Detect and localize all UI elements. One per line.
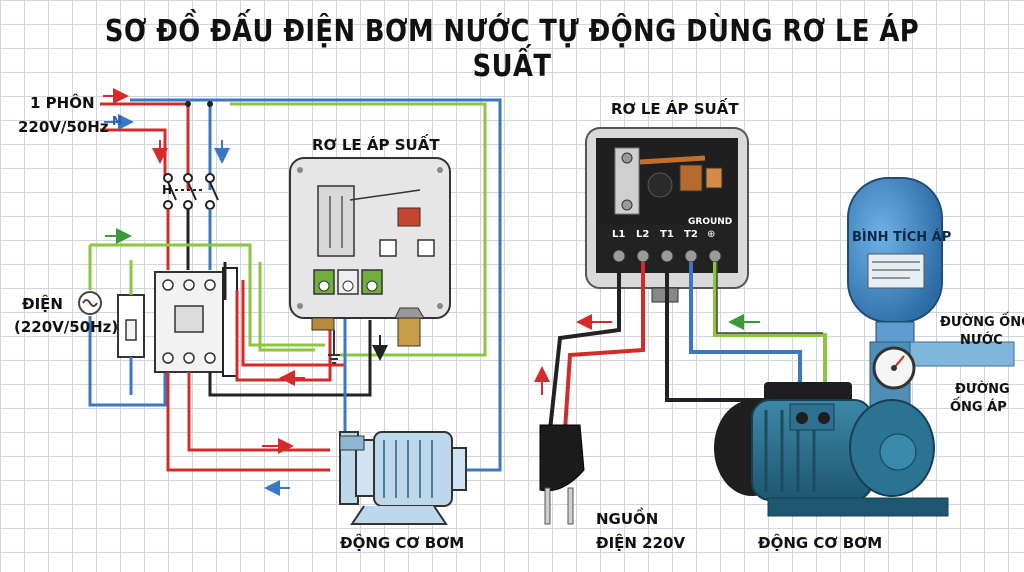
terminal-t2: T2 xyxy=(684,229,698,240)
contactor xyxy=(154,267,238,377)
svg-text:⊕: ⊕ xyxy=(707,229,715,240)
switch-h xyxy=(163,173,219,210)
supply-phase-label: 1 PHÔN xyxy=(30,94,95,112)
water-pipe-label-2: NƯỚC xyxy=(960,333,1003,348)
water-pipe-label-1: ĐƯỜNG ỐNG xyxy=(940,315,1024,330)
power-source-label-2: ĐIỆN 220V xyxy=(596,534,686,552)
pressure-pipe-label-2: ỐNG ÁP xyxy=(950,400,1007,415)
motor-label-right: ĐỘNG CƠ BƠM xyxy=(758,534,883,552)
switch-label: H xyxy=(162,183,173,197)
power-source-label-1: NGUỒN xyxy=(596,510,659,528)
supply-blue-wire xyxy=(130,98,502,472)
pump-motor-right xyxy=(714,382,949,517)
terminal-t1: T1 xyxy=(660,229,674,240)
terminal-l1: L1 xyxy=(612,229,625,240)
supply-neutral-wire xyxy=(100,128,167,180)
pressure-pipe-label-1: ĐƯỜNG xyxy=(955,382,1010,397)
terminal-l2: L2 xyxy=(636,229,649,240)
right-wiring-diagram: GROUND ⊕ L1 L2 T1 T2 xyxy=(534,127,1015,525)
wire-red-l2 xyxy=(563,262,645,431)
relay-label-left: RƠ LE ÁP SUẤT xyxy=(312,136,440,154)
pump-motor-left xyxy=(339,431,467,525)
left-wiring-diagram xyxy=(78,88,502,525)
tank-label: BÌNH TÍCH ÁP xyxy=(852,230,952,245)
pressure-switch-box-left xyxy=(289,157,451,347)
page-title: SƠ ĐỒ ĐẤU ĐIỆN BƠM NƯỚC TỰ ĐỘNG DÙNG RƠ … xyxy=(104,14,920,84)
source-label: ĐIỆN xyxy=(22,295,63,313)
ground-label: GROUND xyxy=(688,217,732,227)
pressure-tank xyxy=(847,177,943,343)
pressure-gauge xyxy=(872,346,916,390)
wire-black-l1 xyxy=(548,262,621,431)
supply-green-wire xyxy=(230,102,487,357)
wire-green-ground xyxy=(713,262,827,420)
neutral-label: N xyxy=(112,114,123,128)
supply-voltage-label: 220V/50Hz xyxy=(18,118,109,136)
power-plug xyxy=(539,424,585,525)
relay-label-right: RƠ LE ÁP SUẤT xyxy=(611,100,739,118)
water-pipe xyxy=(897,341,1015,367)
source-voltage-label: (220V/50Hz) xyxy=(14,318,119,336)
motor-label-left: ĐỘNG CƠ BƠM xyxy=(340,534,465,552)
